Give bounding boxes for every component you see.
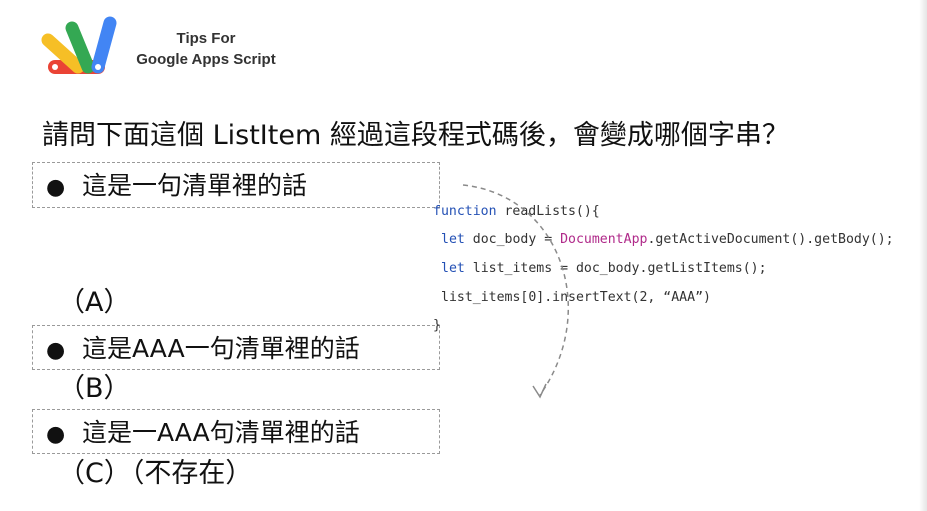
option-a-label: （A） — [58, 287, 131, 318]
code-line-2: let doc_body = DocumentApp.getActiveDocu… — [441, 232, 894, 247]
code-text: list_items = doc_body.getListItems(); — [464, 261, 767, 276]
option-b-item: ● 這是一AAA句清單裡的話 — [46, 415, 360, 453]
apps-script-logo-icon — [41, 16, 117, 74]
question-text: 請問下面這個 ListItem 經過這段程式碼後，會變成哪個字串？ — [42, 120, 789, 151]
bullet-icon: ● — [46, 422, 66, 447]
code-class-name: DocumentApp — [560, 232, 648, 247]
code-keyword: let — [441, 261, 465, 276]
right-edge-shadow — [919, 0, 927, 511]
code-keyword: function — [433, 204, 497, 219]
bullet-icon: ● — [46, 175, 66, 200]
option-a-item: ● 這是AAA一句清單裡的話 — [46, 331, 360, 369]
option-b-label: （B） — [58, 373, 131, 404]
code-keyword: let — [441, 232, 465, 247]
bullet-icon: ● — [46, 338, 66, 363]
option-b-text: 這是一AAA句清單裡的話 — [82, 418, 360, 447]
original-item-box — [32, 162, 440, 208]
option-a-box — [32, 325, 440, 370]
code-text: readLists(){ — [496, 204, 600, 219]
brand-title: Tips For Google Apps Script — [128, 28, 284, 70]
option-a-text: 這是AAA一句清單裡的話 — [82, 334, 360, 363]
code-line-3: let list_items = doc_body.getListItems()… — [441, 261, 767, 276]
original-item-text: 這是一句清單裡的話 — [82, 171, 308, 200]
code-line-5: } — [433, 318, 441, 333]
option-b-box — [32, 409, 440, 454]
code-line-4: list_items[0].insertText(2, “AAA”) — [441, 290, 711, 305]
code-text: .getActiveDocument().getBody(); — [647, 232, 894, 247]
brand-line-2: Google Apps Script — [136, 51, 276, 68]
original-list-item: ● 這是一句清單裡的話 — [46, 168, 307, 206]
code-text: doc_body = — [464, 232, 561, 247]
brand-line-1: Tips For — [176, 30, 236, 47]
code-line-1: function readLists(){ — [433, 204, 600, 219]
option-c-label: （C）（不存在） — [58, 458, 253, 489]
